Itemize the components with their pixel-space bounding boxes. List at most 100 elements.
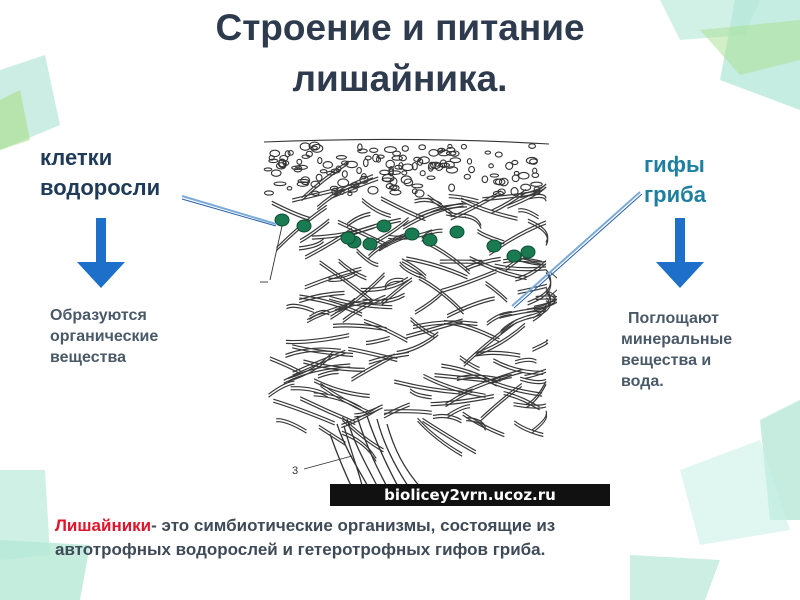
hypha-strand [316,177,374,210]
cortex-cell [505,161,514,170]
hypha-strand [461,213,482,226]
hypha-strand [286,306,315,314]
hypha-strand [384,277,404,288]
hypha-strand [346,211,371,225]
hypha-strand [338,258,367,278]
hypha-strand [399,261,424,277]
hypha-strand [490,377,512,385]
cortex-cell [278,158,287,168]
hypha-strand [458,371,523,397]
hypha-strand [414,293,443,315]
hypha-strand [514,360,537,365]
hypha-strand [493,361,544,375]
cortex-cell [401,145,409,152]
hypha-strand [337,222,388,248]
title-line-2: лишайника. [292,58,508,99]
cortex-cell [296,158,303,165]
cortex-cell [287,150,294,156]
cortex-cell [394,164,403,170]
cortex-cell [269,149,281,158]
cortex-cell [310,143,324,153]
hypha-strand [463,318,518,364]
hypha-strand [299,297,363,317]
hypha-strand [525,384,547,409]
hypha-strand [328,295,393,307]
cortex-cell [418,144,427,151]
cortex-cell [273,181,287,187]
hypha-strand [463,321,518,367]
hypha-strand [456,374,501,379]
cortex-cell [357,143,363,152]
hypha-strand [422,420,477,455]
hypha-strand [285,350,341,358]
hypha-strand [422,417,477,452]
hypha-strand [459,355,480,369]
cortex-cell [426,175,436,180]
hypha-strand [440,272,497,294]
hypha-strand [318,424,346,443]
hypha-strand [299,396,356,423]
hypha-strand [330,179,379,200]
hypha-strand [283,366,351,384]
hypha-strand [410,316,436,336]
hypha-strand [342,297,386,323]
algae-cell [340,231,356,245]
cortex-cell [466,158,473,165]
cortex-cell [270,169,282,177]
hypha-strand [406,256,468,277]
hypha-strand [354,407,383,418]
cortex-cell [347,191,353,197]
hypha-strand [531,410,548,431]
hypha-strand [417,417,463,454]
hypha-strand [417,420,463,457]
hypha-strand [287,353,334,383]
algae-function-text: Образуются органические вещества [50,305,158,368]
hypha-strand [383,402,410,416]
cortex-cell [297,178,310,184]
hypha-strand [462,411,505,435]
hypha-strand [394,379,462,392]
hypha-strand [401,261,427,279]
hypha-strand [301,163,349,202]
hypha-strand [360,276,409,290]
cortex-cell [291,165,303,171]
right-down-arrow-icon [656,218,704,288]
hypha-strand [446,407,471,419]
hypha-strand [486,314,512,326]
hypha-strand [285,347,341,355]
cortex-cell [460,143,467,150]
hypha-strand [532,339,549,349]
hypha-strand [273,401,335,426]
hypha-strand [513,402,547,406]
hypha-strand [287,350,334,380]
hypha-strand [292,185,360,203]
cortex-cell [530,181,543,187]
cortex-cell [335,155,347,160]
hypha-strand [285,336,350,345]
hypha-strand [406,318,463,336]
cortex-cell [305,150,313,158]
hypha-strand [384,409,432,412]
hypha-strand [283,363,351,381]
cortex-cell [286,186,293,191]
cortex-cell [279,154,289,162]
hypha-strand [351,353,395,379]
hypha-strand [276,421,307,434]
hypha-strand [380,196,426,219]
algae-function-line-3: вещества [50,349,126,366]
hypha-strand [443,322,500,343]
hypha-strand [409,391,432,400]
cortex-cell [494,178,506,186]
hypha-strand [330,275,385,320]
hypha-strand [485,281,508,300]
hyphae-label-line-2: гриба [644,182,706,207]
cortex-cell [372,153,380,163]
hypha-strand [485,284,508,303]
upper-cortex [263,138,550,198]
hypha-strand [317,372,339,379]
algae-cell [296,219,312,233]
cortex-cell [367,185,379,195]
hypha-strand [356,248,379,264]
cortex-cell [317,157,323,165]
hypha-strand [466,417,487,428]
